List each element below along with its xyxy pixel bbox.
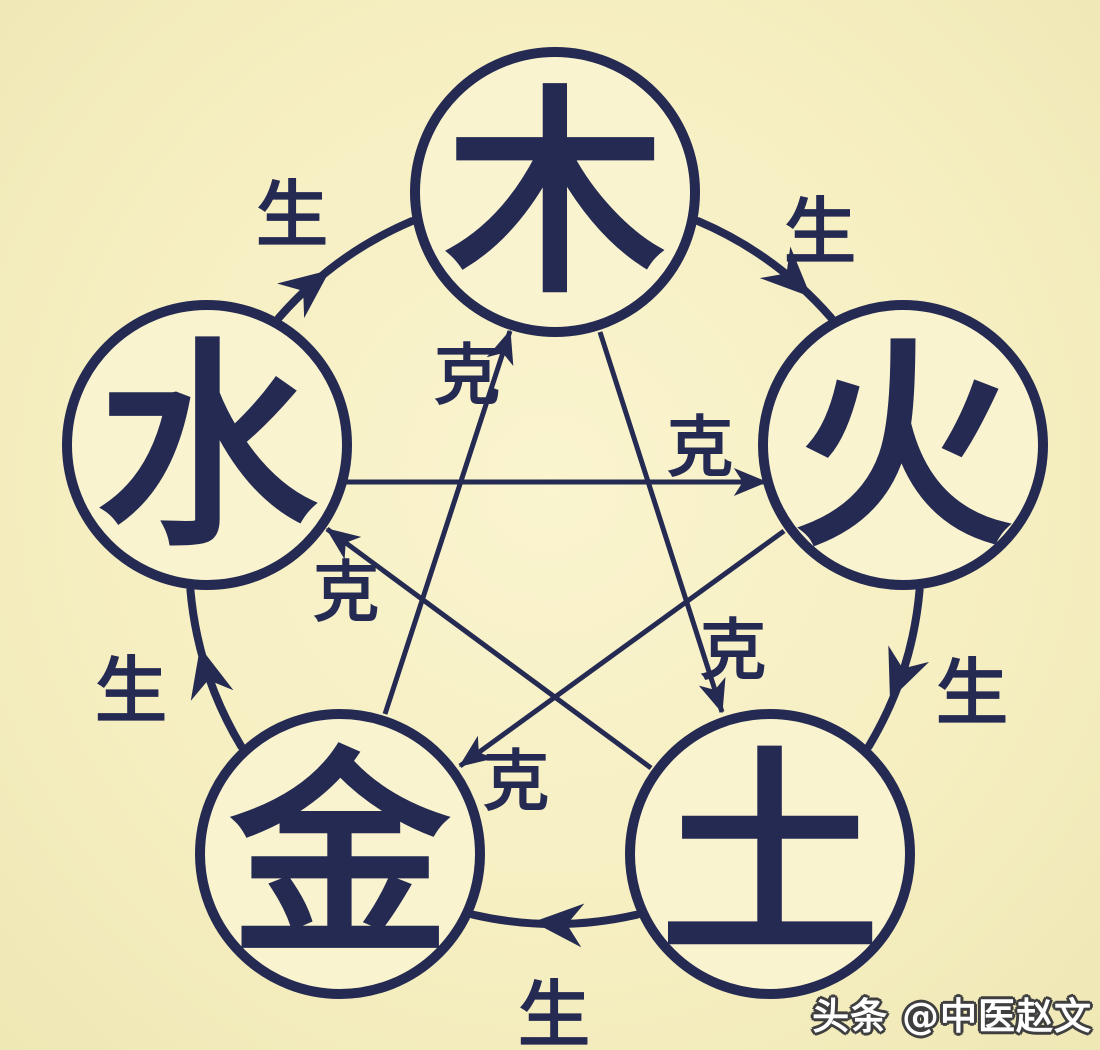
sheng-arc-water-wood: [274, 217, 416, 322]
ke-label-earth-water: 克: [313, 554, 379, 631]
sheng-label-metal-water: 生: [95, 649, 167, 733]
ke-label-wood-earth: 克: [700, 612, 766, 689]
sheng-arrowhead-wood-fire: [759, 246, 811, 297]
node-circle-metal: [195, 709, 485, 999]
node-label-water: 水: [97, 320, 318, 576]
node-circle-wood: [410, 47, 700, 337]
ke-line-earth-water: [325, 526, 653, 771]
ke-line-wood-earth: [597, 331, 726, 714]
ke-line-fire-metal: [458, 528, 786, 769]
sheng-arrowhead-earth-metal: [533, 903, 585, 948]
ke-line-metal-wood: [382, 329, 514, 715]
node-circle-fire: [758, 300, 1048, 590]
node-circle-water: [62, 300, 352, 590]
watermark: 头条 @中医赵文: [812, 995, 1092, 1038]
sheng-arc-wood-fire: [694, 217, 836, 322]
sheng-arrowhead-metal-water: [190, 647, 234, 701]
ke-label-metal-wood: 克: [434, 337, 500, 414]
sheng-label-water-wood: 生: [256, 173, 328, 257]
node-label-wood: 木: [445, 67, 665, 323]
sheng-arrowhead-fire-earth: [888, 645, 930, 700]
sheng-arrowhead-water-wood: [277, 270, 330, 319]
node-label-metal: 金: [229, 729, 451, 985]
ke-label-water-fire: 克: [667, 409, 733, 486]
sheng-label-wood-fire: 生: [784, 190, 856, 274]
node-label-earth: 土: [660, 729, 880, 985]
ke-label-fire-metal: 克: [483, 743, 549, 820]
sheng-label-fire-earth: 生: [936, 651, 1008, 735]
node-circle-earth: [625, 709, 915, 999]
sheng-label-earth-metal: 生: [518, 973, 590, 1050]
node-label-fire: 火: [793, 320, 1013, 576]
